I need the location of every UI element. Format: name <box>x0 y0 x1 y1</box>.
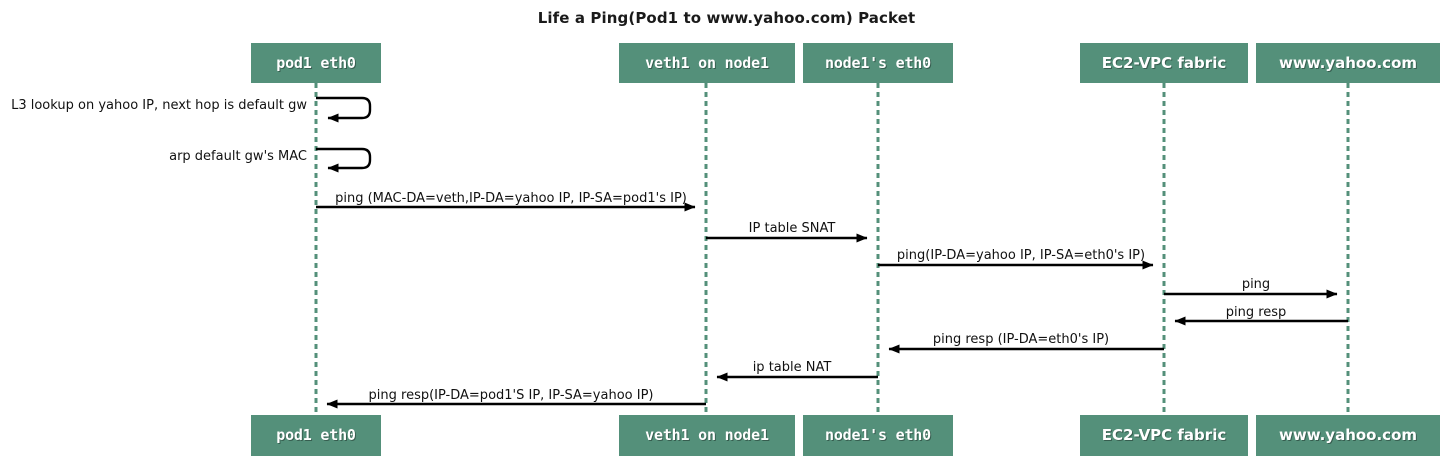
message-label-5: ping(IP-DA=yahoo IP, IP-SA=eth0's IP) <box>896 248 1146 263</box>
actor-box-pod1-top[interactable]: pod1 eth0 <box>251 43 381 83</box>
message-label-3: ping (MAC-DA=veth,IP-DA=yahoo IP, IP-SA=… <box>335 191 687 206</box>
actor-box-veth1-top[interactable]: veth1 on node1 <box>619 43 795 83</box>
message-label-10: ping resp(IP-DA=pod1'S IP, IP-SA=yahoo I… <box>368 388 654 403</box>
actor-box-ec2vpc-bottom[interactable]: EC2-VPC fabric <box>1080 415 1248 456</box>
actor-box-veth1-bottom[interactable]: veth1 on node1 <box>619 415 795 456</box>
actor-label: EC2-VPC fabric <box>1101 426 1227 444</box>
message-label-1: L3 lookup on yahoo IP, next hop is defau… <box>11 98 307 113</box>
actor-label: veth1 on node1 <box>645 53 769 72</box>
actor-box-node1eth0-bottom[interactable]: node1's eth0 <box>803 415 953 456</box>
lifelines-group <box>314 83 1350 415</box>
self-message-arrow-1 <box>316 96 372 123</box>
actor-label: www.yahoo.com <box>1278 426 1418 444</box>
actor-box-pod1-bottom[interactable]: pod1 eth0 <box>251 415 381 456</box>
actor-label: pod1 eth0 <box>276 426 356 444</box>
message-label-9: ip table NAT <box>752 360 832 375</box>
arrows-group <box>316 96 1348 409</box>
message-label-7: ping resp <box>1225 305 1287 320</box>
actor-box-ec2vpc-top[interactable]: EC2-VPC fabric <box>1080 43 1248 83</box>
actor-box-yahoo-bottom[interactable]: www.yahoo.com <box>1256 415 1440 456</box>
actor-box-yahoo-top[interactable]: www.yahoo.com <box>1256 43 1440 83</box>
actor-label: node1's eth0 <box>825 53 931 72</box>
page-title: Life a Ping(Pod1 to www.yahoo.com) Packe… <box>537 9 916 27</box>
actor-label: veth1 on node1 <box>645 426 769 444</box>
actor-box-node1eth0-top[interactable]: node1's eth0 <box>803 43 953 83</box>
message-label-4: IP table SNAT <box>748 221 836 236</box>
actor-label: pod1 eth0 <box>276 53 356 72</box>
message-label-6: ping <box>1241 277 1271 292</box>
message-label-2: arp default gw's MAC <box>169 149 307 164</box>
actor-label: EC2-VPC fabric <box>1101 53 1227 72</box>
message-label-8: ping resp (IP-DA=eth0's IP) <box>932 332 1110 347</box>
actor-label: node1's eth0 <box>825 426 931 444</box>
actor-label: www.yahoo.com <box>1278 53 1418 72</box>
self-message-arrow-2 <box>316 147 372 173</box>
